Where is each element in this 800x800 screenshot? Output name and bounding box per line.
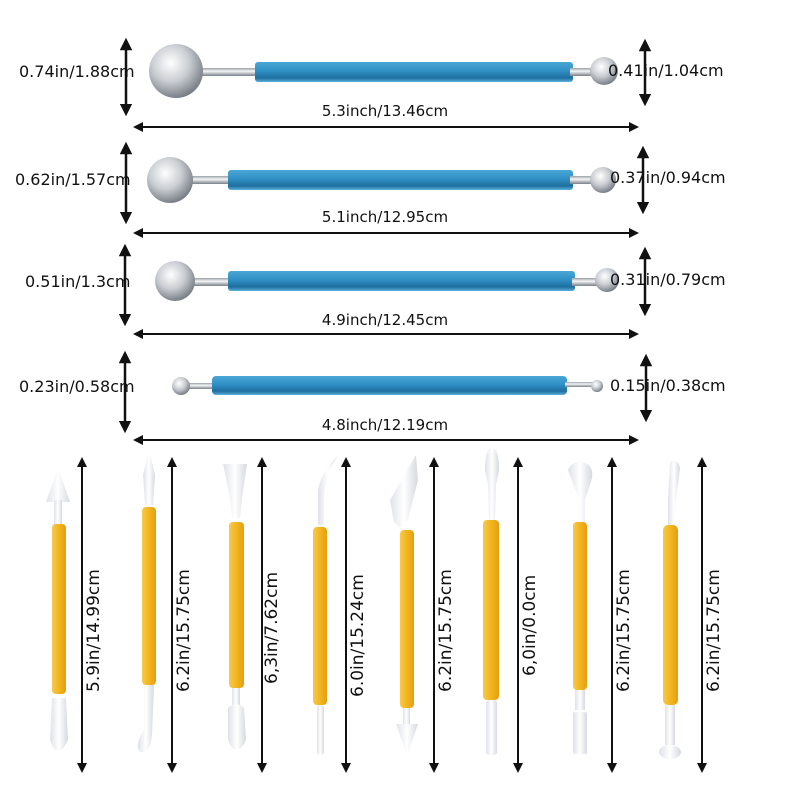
ball-4-right-diameter: 0.15in/0.38cm (610, 376, 726, 395)
tool-3-length: 6,3in/7.62cm (262, 571, 282, 684)
tool-4-length: 6.0in/15.24cm (348, 574, 368, 697)
ball-2-right-diameter: 0.37in/0.94cm (610, 168, 726, 187)
tool-8-length: 6.2in/15.75cm (704, 569, 724, 692)
ball-tool-4 (172, 376, 603, 395)
ball-1-left-diameter: 0.74in/1.88cm (19, 62, 135, 81)
ball-1-right-diameter: 0.41in/1.04cm (608, 61, 724, 80)
ball-3-length: 4.9inch/12.45cm (321, 311, 449, 329)
ball-3-left-diameter: 0.51in/1.3cm (25, 272, 131, 291)
ball-4-left-diameter: 0.23in/0.58cm (19, 377, 135, 396)
ball-tool-1 (149, 44, 618, 98)
modeling-tool-5 (390, 455, 418, 756)
modeling-tool-7 (568, 462, 593, 754)
tool-2-length: 6.2in/15.75cm (174, 569, 194, 692)
modeling-tool-2 (137, 450, 156, 753)
ball-1-length: 5.3inch/13.46cm (321, 102, 449, 120)
ball-tool-3 (155, 261, 619, 301)
ball-4-length: 4.8inch/12.19cm (321, 416, 449, 434)
modeling-tool-6 (483, 448, 499, 755)
ball-2-length: 5.1inch/12.95cm (321, 208, 449, 226)
tool-6-length: 6,0in/0.0cm (520, 574, 540, 676)
ball-3-right-diameter: 0.31in/0.79cm (610, 270, 726, 289)
ball-tool-2 (147, 157, 616, 203)
tool-7-length: 6.2in/15.75cm (614, 569, 634, 692)
tool-1-length: 5.9in/14.99cm (84, 569, 104, 692)
modeling-tool-8 (659, 460, 681, 759)
ball-2-left-diameter: 0.62in/1.57cm (15, 170, 131, 189)
modeling-tool-1 (46, 468, 70, 751)
modeling-tool-3 (223, 464, 247, 750)
tool-5-length: 6.2in/15.75cm (436, 569, 456, 692)
modeling-tool-4 (313, 456, 338, 755)
